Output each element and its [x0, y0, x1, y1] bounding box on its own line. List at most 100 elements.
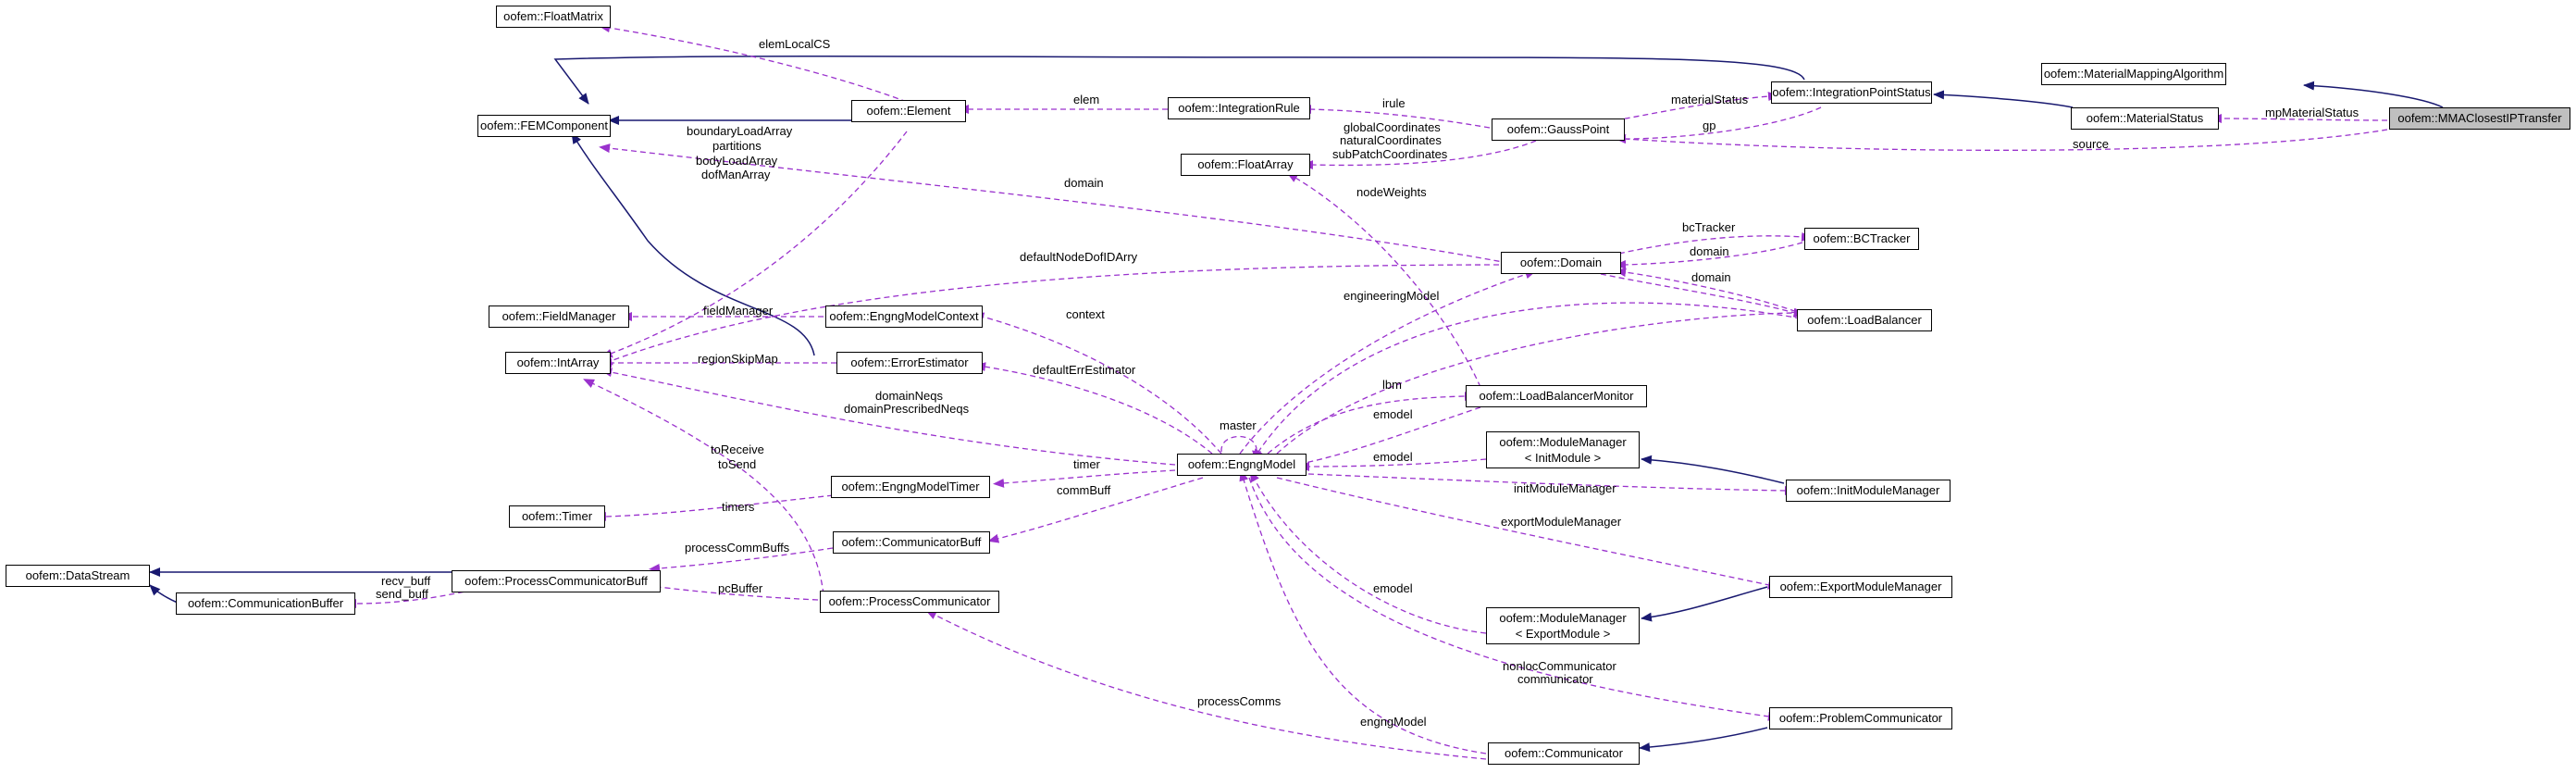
label-emodel-export: emodel — [1373, 581, 1413, 595]
label-irule: irule — [1382, 96, 1406, 110]
label-source: source — [2073, 137, 2109, 151]
label-dof-man-array: dofManArray — [701, 168, 771, 181]
edge-gausspoint-ipstatus — [1605, 92, 1779, 123]
label-region-skip-map: regionSkipMap — [698, 352, 778, 366]
label-node-weights: nodeWeights — [1356, 185, 1427, 199]
node-process-communicator-buff[interactable]: oofem::ProcessCommunicatorBuff — [452, 570, 661, 592]
label-field-manager: fieldManager — [703, 304, 774, 318]
label-bc-tracker: bcTracker — [1682, 220, 1736, 234]
edge-communicatorbuff-processcommunicatorbuff — [649, 547, 834, 573]
label-process-comms: processComms — [1197, 694, 1282, 708]
edge-problemcommunicator-communicator — [1639, 727, 1768, 753]
edge-element-floatmatrix — [599, 23, 908, 103]
edge-labels: elemLocalCS elem irule materialStatus gp… — [376, 37, 2359, 729]
edge-modulemanagerexport-engngmodel — [1249, 470, 1487, 634]
edge-errorestimator-femcomponent — [571, 132, 815, 356]
label-domain-prescribed-neqs: domainPrescribedNeqs — [844, 402, 970, 416]
label-gp: gp — [1703, 118, 1715, 132]
node-fem-component[interactable]: oofem::FEMComponent — [477, 115, 611, 137]
node-error-estimator[interactable]: oofem::ErrorEstimator — [836, 352, 983, 374]
edge-mmaclosest-mmalgorithm — [2303, 81, 2444, 108]
node-timer[interactable]: oofem::Timer — [509, 505, 605, 528]
edge-ipstatus-gausspoint — [1615, 106, 1822, 143]
edge-engngmodel-domain — [1239, 269, 1537, 455]
label-to-receive: toReceive — [711, 443, 764, 456]
node-communicator[interactable]: oofem::Communicator — [1488, 742, 1640, 765]
label-pc-buffer: pcBuffer — [718, 581, 763, 595]
node-material-mapping-algorithm[interactable]: oofem::MaterialMappingAlgorithm — [2041, 63, 2226, 85]
node-communicator-buff[interactable]: oofem::CommunicatorBuff — [833, 531, 990, 554]
label-emodel-init: emodel — [1373, 450, 1413, 464]
node-module-manager-init[interactable]: oofem::ModuleManager < InitModule > — [1486, 431, 1640, 468]
label-init-module-manager: initModuleManager — [1514, 481, 1616, 495]
edge-domain-loadbalancer — [1600, 273, 1805, 318]
edge-engngmodel-loadbalancer — [1276, 308, 1805, 455]
node-int-array[interactable]: oofem::IntArray — [505, 352, 611, 374]
node-bc-tracker[interactable]: oofem::BCTracker — [1804, 228, 1919, 250]
node-load-balancer-monitor[interactable]: oofem::LoadBalancerMonitor — [1466, 385, 1647, 407]
node-mma-closest-ip-transfer[interactable]: oofem::MMAClosestIPTransfer — [2389, 107, 2570, 130]
node-float-array[interactable]: oofem::FloatArray — [1181, 154, 1310, 176]
node-float-matrix[interactable]: oofem::FloatMatrix — [496, 6, 611, 28]
node-domain[interactable]: oofem::Domain — [1501, 252, 1621, 274]
edge-engngmodel-engngmodelcontext — [972, 312, 1222, 455]
label-natural-coordinates: naturalCoordinates — [1340, 133, 1442, 147]
edge-engngmodel-exportmodulemanager — [1276, 477, 1779, 590]
node-integration-point-status[interactable]: oofem::IntegrationPointStatus — [1771, 81, 1932, 104]
node-engng-model-timer[interactable]: oofem::EngngModelTimer — [831, 476, 990, 498]
edge-element-intarray — [601, 131, 908, 358]
label-mp-material-status: mpMaterialStatus — [2265, 106, 2359, 119]
label-timer: timer — [1073, 457, 1101, 471]
node-process-communicator[interactable]: oofem::ProcessCommunicator — [820, 591, 999, 613]
edge-ipstatus-femcomponent — [553, 55, 1805, 105]
node-gauss-point[interactable]: oofem::GaussPoint — [1492, 118, 1625, 141]
edge-processcommunicator-intarray — [583, 379, 824, 595]
edge-mmaclosest-materialstatus — [2211, 114, 2388, 124]
label-domain-lb: domain — [1691, 270, 1731, 284]
label-domain-neqs: domainNeqs — [875, 389, 943, 403]
edge-communicator-processcommunicator — [925, 610, 1487, 760]
usage-edges — [345, 23, 2388, 760]
label-boundary-load-array: boundaryLoadArray — [687, 124, 793, 138]
label-domain-main: domain — [1064, 176, 1104, 190]
label-export-module-manager: exportModuleManager — [1501, 515, 1622, 529]
node-init-module-manager[interactable]: oofem::InitModuleManager — [1786, 480, 1951, 502]
label-sub-patch-coordinates: subPatchCoordinates — [1332, 147, 1448, 161]
label-body-load-array: bodyLoadArray — [696, 154, 778, 168]
label-partitions: partitions — [712, 139, 762, 153]
node-data-stream[interactable]: oofem::DataStream — [6, 565, 150, 587]
node-material-status[interactable]: oofem::MaterialStatus — [2071, 107, 2219, 130]
node-engng-model[interactable]: oofem::EngngModel — [1177, 454, 1307, 476]
node-communication-buffer[interactable]: oofem::CommunicationBuffer — [176, 592, 355, 615]
node-field-manager[interactable]: oofem::FieldManager — [489, 305, 629, 328]
label-send-buff: send_buff — [376, 587, 428, 601]
edge-engngmodel-loadbalancermonitor — [1267, 392, 1476, 455]
label-nonloc-communicator: nonlocCommunicator — [1503, 659, 1617, 673]
node-module-manager-export[interactable]: oofem::ModuleManager < ExportModule > — [1486, 607, 1640, 644]
edge-engngmodel-intarray — [601, 368, 1176, 466]
node-engng-model-context[interactable]: oofem::EngngModelContext — [825, 305, 983, 328]
edge-initmodulemanager-modulemanager — [1641, 455, 1785, 484]
label-recv-buff: recv_buff — [381, 574, 431, 588]
node-integration-rule[interactable]: oofem::IntegrationRule — [1168, 97, 1310, 119]
label-comm-buff: commBuff — [1057, 483, 1111, 497]
edge-engngmodeltimer-timer — [595, 493, 843, 521]
inheritance-edges — [149, 55, 2444, 753]
edge-loadbalancermonitor-engngmodel — [1294, 406, 1481, 468]
edge-exportmodulemanager-modulemanager — [1641, 586, 1768, 622]
label-lbm: lbm — [1382, 378, 1402, 392]
label-elem: elem — [1073, 93, 1099, 106]
edge-bctracker-domain — [1615, 242, 1803, 269]
label-material-status: materialStatus — [1671, 93, 1749, 106]
node-load-balancer[interactable]: oofem::LoadBalancer — [1797, 309, 1932, 331]
node-export-module-manager[interactable]: oofem::ExportModuleManager — [1769, 576, 1952, 598]
edge-modulemanagerinit-engngmodel — [1298, 458, 1487, 471]
edge-materialstatus-ipstatus — [1933, 90, 2074, 108]
label-communicator: communicator — [1517, 672, 1593, 686]
label-default-node-dof-id-arry: defaultNodeDofIDArry — [1020, 250, 1138, 264]
node-problem-communicator[interactable]: oofem::ProblemCommunicator — [1769, 707, 1952, 729]
node-element[interactable]: oofem::Element — [851, 100, 966, 122]
edge-gausspoint-floatarray — [1302, 140, 1537, 170]
